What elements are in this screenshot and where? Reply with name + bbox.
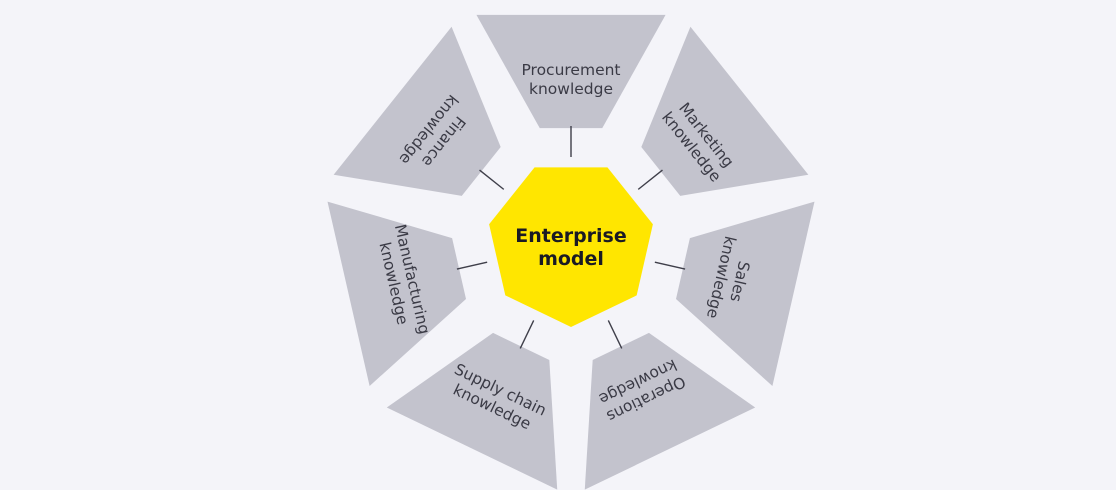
spokes-layer [456, 126, 686, 349]
petals-layer [327, 14, 815, 490]
petal-sales[interactable] [676, 201, 815, 386]
spoke-line-manufacturing [456, 261, 488, 270]
hub-label-line1: Enterprise [515, 225, 627, 247]
spoke-line-finance [479, 169, 505, 190]
petal-label-line2-procurement: knowledge [529, 80, 613, 98]
spoke-line-marketing [637, 169, 663, 190]
petal-operations[interactable] [584, 332, 756, 490]
petal-marketing[interactable] [641, 26, 809, 196]
petal-label-line1-procurement: Procurement [521, 61, 620, 79]
hub-label-line2: model [538, 248, 604, 270]
petal-finance[interactable] [333, 26, 501, 196]
petal-label-manufacturing: Manufacturingknowledge [372, 223, 433, 341]
spoke-line-supply-chain [519, 320, 535, 349]
petal-procurement[interactable] [476, 14, 666, 129]
hub-heptagon[interactable] [489, 167, 653, 327]
spoke-line-sales [654, 261, 686, 270]
petal-supply-chain[interactable] [386, 332, 558, 490]
spoke-line-operations [607, 320, 623, 349]
petal-manufacturing[interactable] [327, 201, 467, 386]
